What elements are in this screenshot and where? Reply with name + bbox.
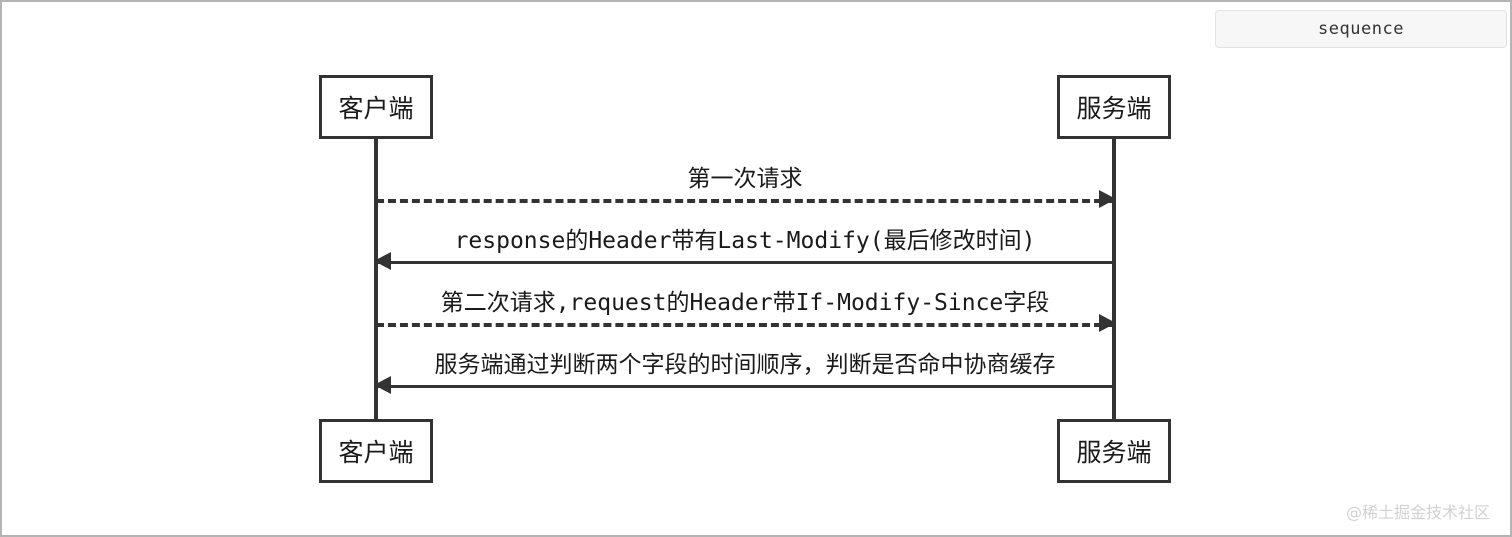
watermark: @稀土掘金技术社区 xyxy=(1345,503,1490,522)
diagram-type-tag[interactable]: sequence xyxy=(1215,10,1507,48)
lifeline-server xyxy=(1112,139,1116,419)
message-2-line xyxy=(376,261,1114,264)
message-4-label: 服务端通过判断两个字段的时间顺序，判断是否命中协商缓存 xyxy=(434,351,1056,378)
arrow-left-icon xyxy=(374,376,391,394)
message-2-label: response的Header带有Last-Modify(最后修改时间) xyxy=(454,227,1036,254)
participant-server-top[interactable]: 服务端 xyxy=(1057,75,1171,139)
participant-client-bottom[interactable]: 客户端 xyxy=(319,419,433,483)
participant-client-top[interactable]: 客户端 xyxy=(319,75,433,139)
message-3-label: 第二次请求,request的Header带If-Modify-Since字段 xyxy=(440,289,1050,316)
arrow-left-icon xyxy=(374,252,391,270)
message-1-line xyxy=(376,199,1114,203)
message-4-line xyxy=(376,385,1114,388)
participant-server-bottom[interactable]: 服务端 xyxy=(1057,419,1171,483)
lifeline-client xyxy=(374,139,378,419)
message-3-line xyxy=(376,323,1114,327)
arrow-right-icon xyxy=(1099,314,1116,332)
arrow-right-icon xyxy=(1099,190,1116,208)
message-1-label: 第一次请求 xyxy=(687,165,803,192)
